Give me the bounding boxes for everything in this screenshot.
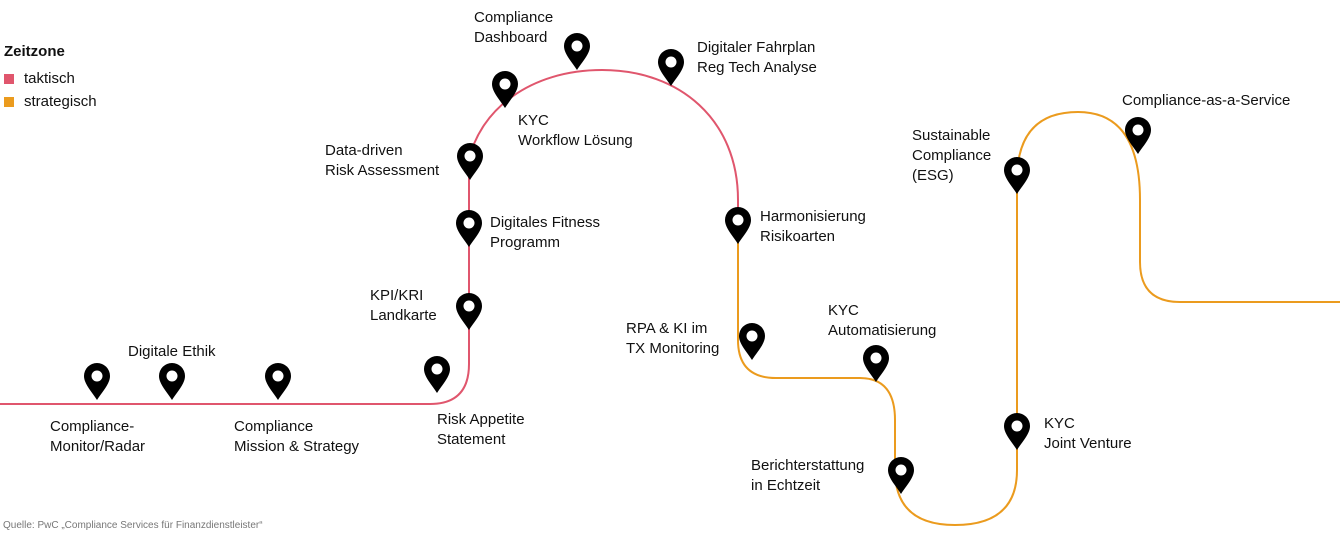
pin-hole (166, 370, 178, 382)
location-pin-icon (84, 363, 110, 400)
location-pin-icon (457, 143, 483, 180)
legend-item-strategisch: strategisch (4, 93, 97, 110)
pin-hole (1011, 420, 1023, 432)
legend-label-taktisch: taktisch (24, 70, 75, 87)
location-pin-icon (424, 356, 450, 393)
milestone-label-harmonisierung: Harmonisierung Risikoarten (760, 208, 866, 245)
pin-hole (870, 352, 882, 364)
milestone-label-kyc-workflow: KYC Workflow Lösung (518, 112, 633, 149)
pin-hole (464, 150, 476, 162)
milestone-label-regtech: Digitaler Fahrplan Reg Tech Analyse (697, 39, 817, 76)
legend-swatch-taktisch (4, 73, 14, 84)
pin-hole (272, 370, 284, 382)
location-pin-icon (159, 363, 185, 400)
milestone-label-caas: Compliance-as-a-Service (1122, 92, 1291, 109)
pin-hole (746, 330, 758, 342)
location-pin-icon (863, 345, 889, 382)
location-pin-icon (888, 457, 914, 494)
milestone-label-compliance-monitor: Compliance- Monitor/Radar (50, 418, 146, 455)
pin-hole (91, 370, 103, 382)
milestone-label-risk-assessment: Data-driven Risk Assessment (325, 142, 440, 179)
pin-hole (1132, 124, 1144, 136)
pin-hole (463, 300, 475, 312)
pin-hole (571, 40, 583, 52)
pin-hole (431, 363, 443, 375)
milestone-label-rpa-ki: RPA & KI im TX Monitoring (626, 320, 720, 357)
location-pin-icon (1125, 117, 1151, 154)
milestone-label-kyc-joint-venture: KYC Joint Venture (1044, 415, 1132, 452)
milestone-label-risk-appetite: Risk Appetite Statement (437, 411, 525, 448)
legend-title: Zeitzone (4, 43, 65, 60)
milestone-label-kpi-kri: KPI/KRI Landkarte (370, 287, 437, 324)
milestone-label-digitale-ethik: Digitale Ethik (128, 343, 216, 360)
pin-hole (732, 214, 744, 226)
milestone-label-fitness-programm: Digitales Fitness Programm (490, 214, 601, 251)
pin-hole (1011, 164, 1023, 176)
location-pin-icon (456, 210, 482, 247)
pins-layer (84, 33, 1151, 494)
road-strategic (737, 110, 1340, 527)
location-pin-icon (1004, 413, 1030, 450)
milestone-label-esg: Sustainable Compliance (ESG) (912, 127, 992, 184)
pin-hole (499, 78, 511, 90)
location-pin-icon (658, 49, 684, 86)
location-pin-icon (492, 71, 518, 108)
source-note: Quelle: PwC „Compliance Services für Fin… (3, 520, 263, 531)
pin-hole (665, 56, 677, 68)
legend-item-taktisch: taktisch (4, 70, 75, 87)
location-pin-icon (1004, 157, 1030, 194)
location-pin-icon (725, 207, 751, 244)
milestone-label-kyc-automatisierung: KYC Automatisierung (828, 302, 937, 339)
road-tactical (0, 68, 739, 405)
pin-hole (463, 217, 475, 229)
location-pin-icon (456, 293, 482, 330)
milestone-label-dashboard: Compliance Dashboard (474, 9, 554, 46)
location-pin-icon (265, 363, 291, 400)
milestone-label-echtzeit: Berichterstattung in Echtzeit (751, 457, 865, 494)
pin-hole (895, 464, 907, 476)
location-pin-icon (564, 33, 590, 70)
milestone-label-mission-strategy: Compliance Mission & Strategy (234, 418, 360, 455)
location-pin-icon (739, 323, 765, 360)
legend-swatch-strategisch (4, 96, 14, 107)
legend-label-strategisch: strategisch (24, 93, 97, 110)
